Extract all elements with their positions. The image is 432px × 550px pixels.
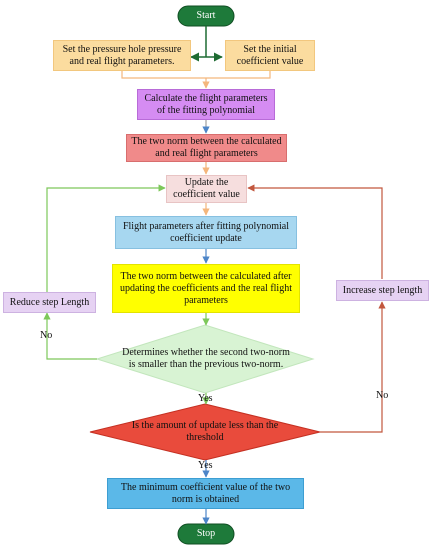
arrow-merge-right bbox=[206, 71, 271, 79]
update-coeff-box: Update the coefficient value bbox=[166, 175, 247, 203]
set-initial-box: Set the initial coefficient value bbox=[225, 40, 315, 71]
increase-step-label: Increase step length bbox=[342, 284, 423, 296]
flight-after-label: Flight parameters after fitting polynomi… bbox=[122, 220, 290, 244]
arrow-no-to-increase bbox=[320, 301, 386, 433]
minimum-box: The minimum coefficient value of the two… bbox=[107, 478, 304, 509]
start-label: Start bbox=[196, 10, 216, 21]
two-norm-2-label: The two norm between the calculated afte… bbox=[120, 270, 292, 306]
minimum-label: The minimum coefficient value of the two… bbox=[120, 481, 291, 505]
reduce-step-box: Reduce step Length bbox=[3, 292, 96, 313]
determines-label: Determines whether the second two-norm i… bbox=[122, 347, 290, 370]
set-initial-label: Set the initial coefficient value bbox=[236, 43, 304, 67]
update-coeff-label: Update the coefficient value bbox=[173, 177, 240, 200]
edge-label-yes-1: Yes bbox=[198, 393, 213, 404]
start-node: Start bbox=[178, 6, 234, 26]
arrow-increase-to-update bbox=[247, 184, 383, 279]
arrow-merge-left bbox=[121, 71, 206, 79]
threshold-label: Is the amount of update less than the th… bbox=[131, 420, 279, 443]
threshold-node: Is the amount of update less than the th… bbox=[120, 417, 290, 447]
stop-node: Stop bbox=[178, 524, 234, 544]
edge-label-yes-2: Yes bbox=[198, 460, 213, 471]
arrow-no-to-reduce bbox=[43, 312, 97, 360]
two-norm-2-box: The two norm between the calculated afte… bbox=[112, 264, 300, 313]
flight-after-box: Flight parameters after fitting polynomi… bbox=[115, 216, 297, 249]
increase-step-box: Increase step length bbox=[336, 280, 429, 301]
edge-label-no-left: No bbox=[40, 330, 53, 341]
two-norm-1-box: The two norm between the calculated and … bbox=[126, 134, 287, 162]
determines-node: Determines whether the second two-norm i… bbox=[120, 339, 292, 379]
calc-fit-label: Calculate the flight parameters of the f… bbox=[144, 92, 268, 116]
determines-diamond bbox=[95, 324, 315, 394]
set-pressure-label: Set the pressure hole pressure and real … bbox=[62, 43, 182, 67]
edge-label-no-right: No bbox=[376, 390, 389, 401]
reduce-step-label: Reduce step Length bbox=[9, 296, 90, 308]
two-norm-1-label: The two norm between the calculated and … bbox=[131, 136, 282, 159]
threshold-diamond bbox=[89, 403, 321, 461]
set-pressure-box: Set the pressure hole pressure and real … bbox=[53, 40, 191, 71]
stop-label: Stop bbox=[196, 528, 216, 539]
calc-fit-box: Calculate the flight parameters of the f… bbox=[137, 89, 275, 120]
arrow-reduce-to-update bbox=[46, 184, 166, 292]
